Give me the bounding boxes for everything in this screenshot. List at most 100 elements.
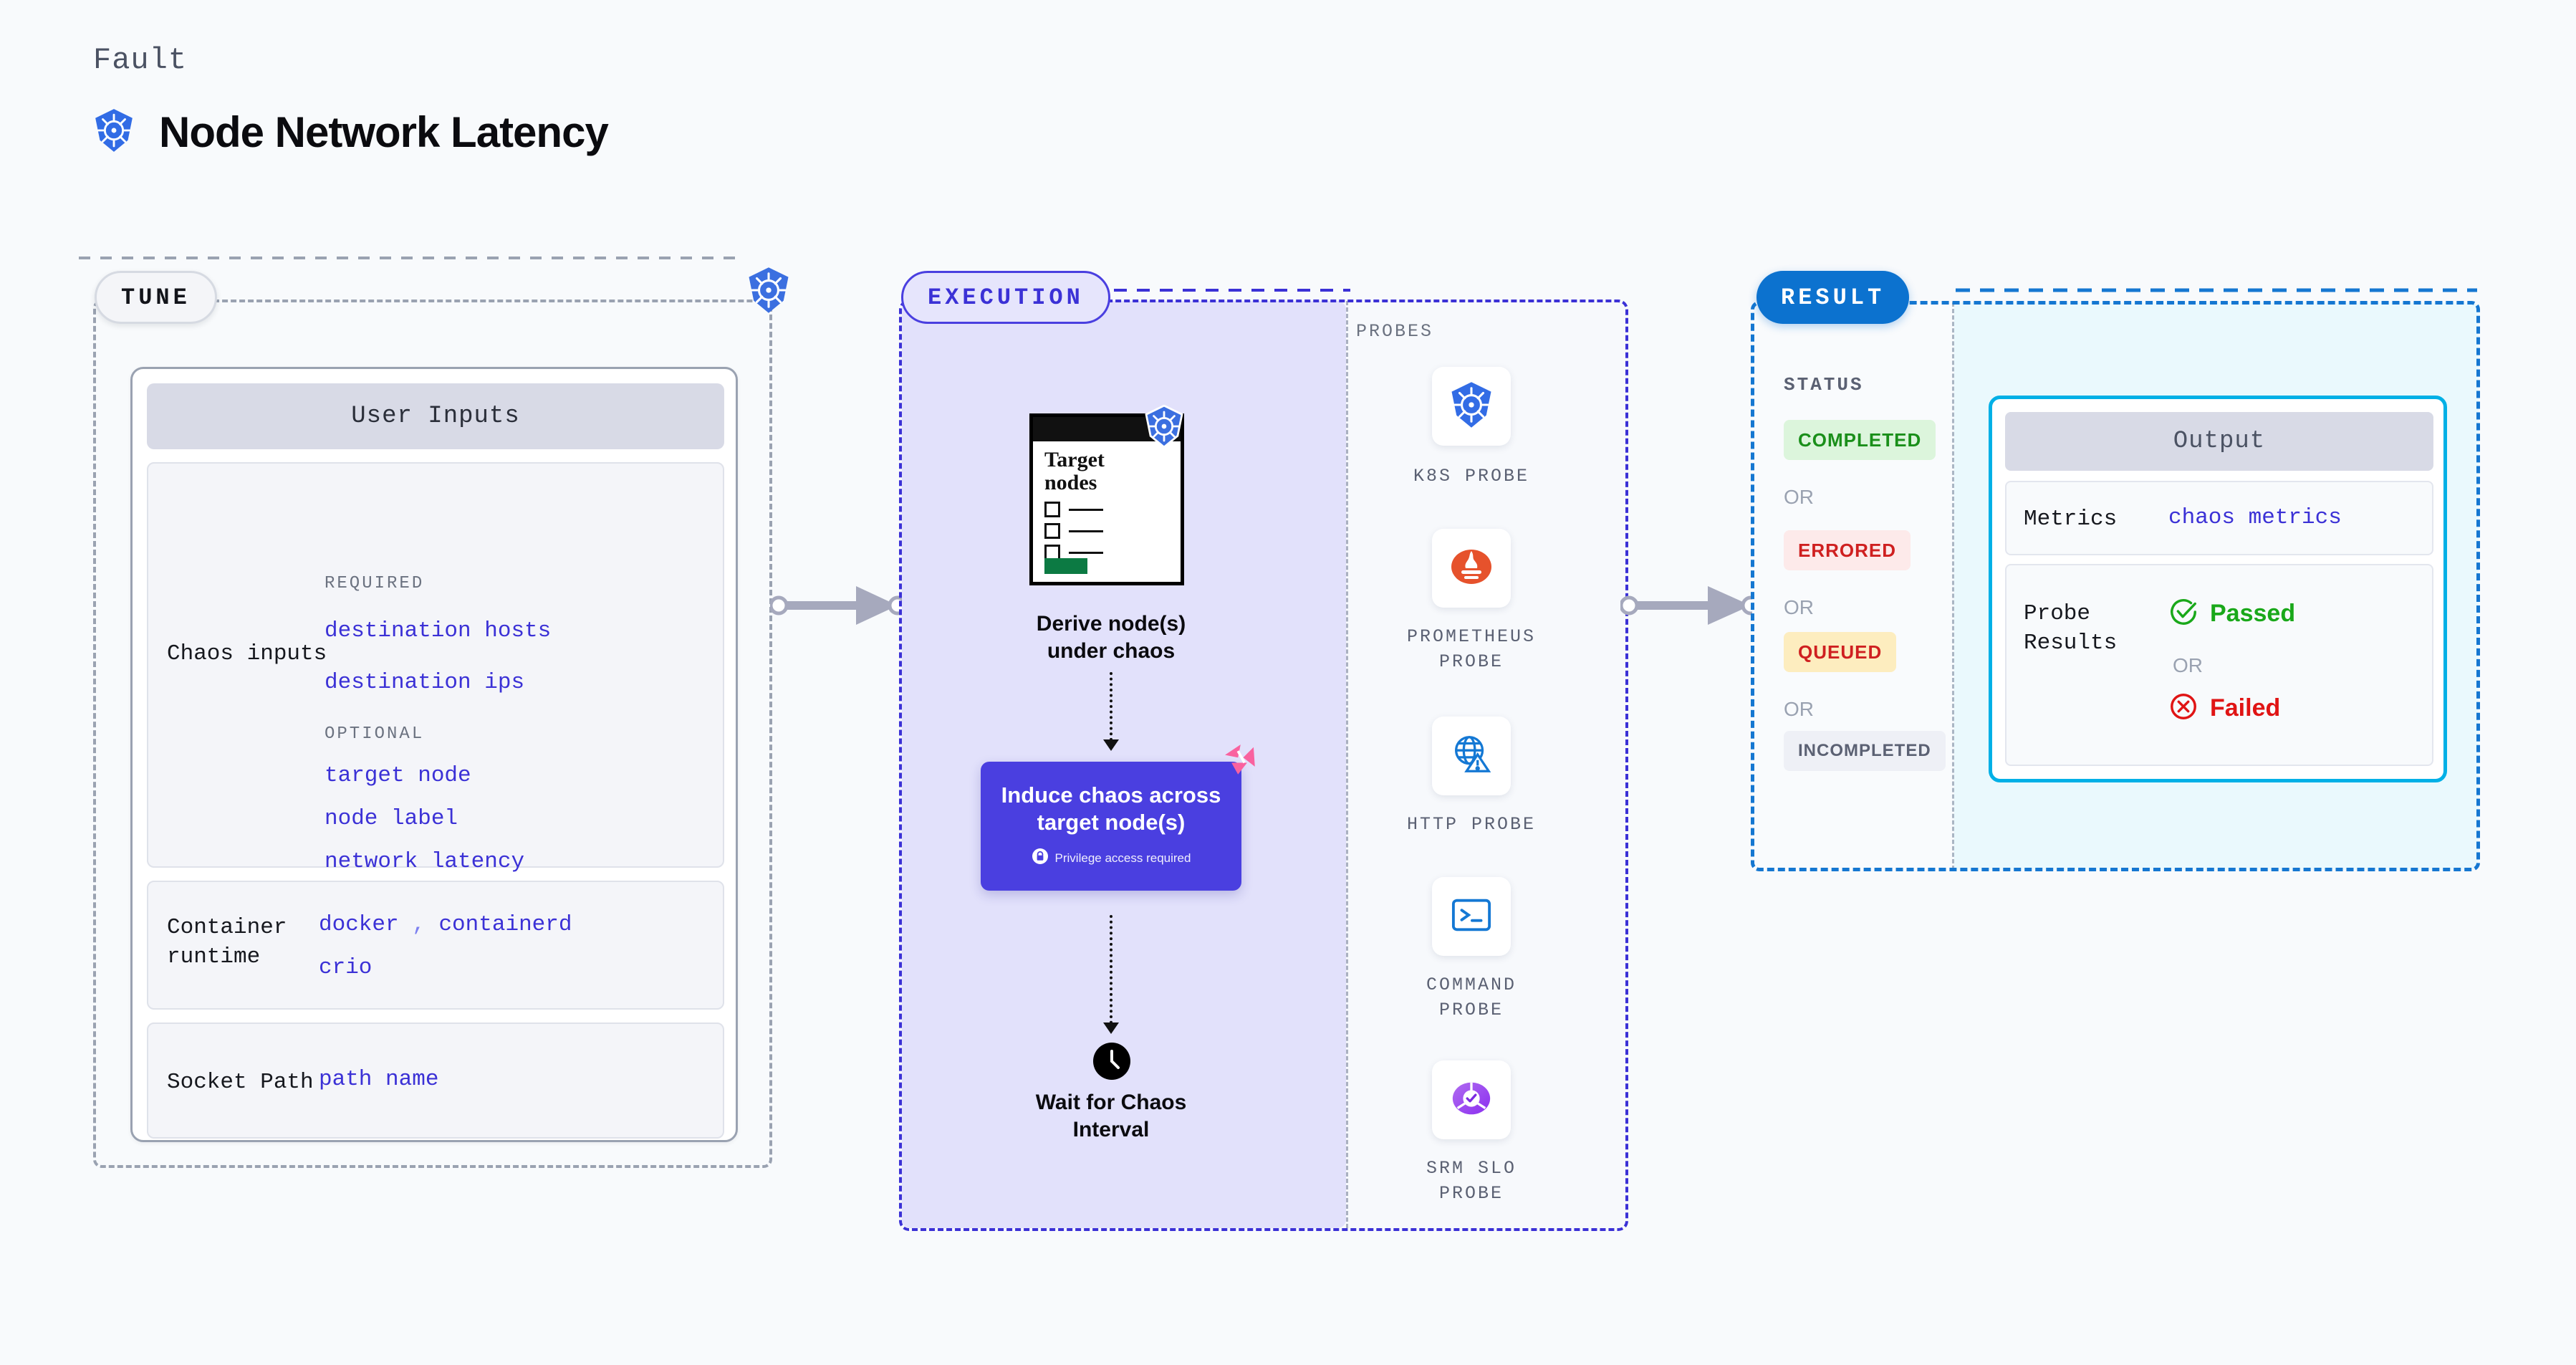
derive-nodes-caption: Derive node(s) under chaos <box>988 610 1234 666</box>
target-nodes-heading-line1: Target <box>1044 448 1105 471</box>
tune-stage-pill[interactable]: TUNE <box>95 271 217 324</box>
probe-tile-http[interactable] <box>1432 717 1511 795</box>
induce-title-line2: target node(s) <box>1037 809 1186 835</box>
socket-path-section: Socket Path path name <box>147 1022 724 1139</box>
chaos-input-value[interactable]: network latency <box>325 849 525 874</box>
probe-label-line1: COMMAND <box>1426 974 1517 995</box>
probes-caption: PROBES <box>1356 321 1434 342</box>
container-runtime-label-line2: runtime <box>167 944 261 969</box>
terminal-icon <box>1449 895 1494 939</box>
check-circle-icon <box>2168 597 2198 631</box>
checkbox-icon[interactable] <box>1044 502 1060 517</box>
page-header: Fault Node Network Latency <box>93 43 609 157</box>
output-header: Output <box>2005 412 2433 471</box>
chaos-input-value[interactable]: node label <box>325 806 458 831</box>
checkbox-icon[interactable] <box>1044 523 1060 539</box>
or-label: OR <box>1784 698 1814 720</box>
runtime-value[interactable]: crio <box>319 955 373 980</box>
wait-caption-line1: Wait for Chaos <box>1035 1091 1187 1114</box>
probe-label-k8s: K8S PROBE <box>1364 464 1579 489</box>
prometheus-icon <box>1448 544 1494 593</box>
result-stage-container <box>1751 301 2480 871</box>
probe-label-http: HTTP PROBE <box>1364 813 1579 838</box>
tune-dashed-connector <box>79 257 745 259</box>
probe-label-line1: SRM SLO <box>1426 1158 1517 1179</box>
probe-result-passed: Passed <box>2168 597 2295 631</box>
container-runtime-label-line1: Container <box>167 915 287 940</box>
lock-icon <box>1032 848 1049 868</box>
induce-chaos-box[interactable]: Induce chaos across target node(s) Privi… <box>981 762 1241 891</box>
socket-path-value[interactable]: path name <box>319 1067 439 1092</box>
execution-stage-container <box>899 300 1628 1231</box>
privilege-note-text: Privilege access required <box>1054 851 1191 865</box>
list-line <box>1069 530 1103 532</box>
srm-slo-icon <box>1449 1076 1494 1124</box>
list-line <box>1069 508 1103 511</box>
target-nodes-heading: Target nodes <box>1044 449 1159 494</box>
status-badge-incompleted: INCOMPLETED <box>1784 731 1946 771</box>
connector-tune-to-execution <box>770 586 906 625</box>
kubernetes-icon <box>1449 381 1494 432</box>
list-item <box>1044 502 1103 517</box>
fault-title-row: Node Network Latency <box>93 107 609 157</box>
induce-chaos-title: Induce chaos across target node(s) <box>995 782 1227 836</box>
probe-result-failed: Failed <box>2168 691 2280 725</box>
runtime-separator: , <box>412 912 426 937</box>
http-globe-icon <box>1449 732 1494 780</box>
progress-bar <box>1044 558 1087 574</box>
probe-label-line2: PROBE <box>1438 999 1504 1020</box>
wait-for-chaos-caption: Wait for Chaos Interval <box>988 1089 1234 1144</box>
probe-label-line1: HTTP PROBE <box>1406 814 1537 835</box>
user-inputs-card: User Inputs Chaos inputs REQUIRED destin… <box>130 367 738 1142</box>
probe-tile-command[interactable] <box>1432 877 1511 956</box>
probe-results-label-line1: Probe <box>2024 601 2091 626</box>
probe-tile-k8s[interactable] <box>1432 367 1511 446</box>
or-label: OR <box>1784 596 1814 618</box>
tune-stage-container <box>93 300 772 1168</box>
container-runtime-label: Container runtime <box>167 914 287 972</box>
result-stage-pill[interactable]: RESULT <box>1756 271 1910 324</box>
metrics-row: Metrics chaos metrics <box>2005 481 2433 555</box>
wait-caption-line2: Interval <box>1072 1118 1150 1142</box>
chaos-input-value[interactable]: destination ips <box>325 670 525 695</box>
kubernetes-icon <box>746 267 791 317</box>
clock-icon <box>1093 1043 1130 1083</box>
or-label: OR <box>1784 486 1814 508</box>
target-nodes-heading-line2: nodes <box>1044 470 1097 494</box>
fault-eyebrow: Fault <box>93 43 188 77</box>
probe-label-prometheus: PROMETHEUS PROBE <box>1364 625 1579 674</box>
output-card: Output Metrics chaos metrics Probe Resul… <box>1989 396 2447 782</box>
chaos-inputs-section: Chaos inputs REQUIRED destination hosts … <box>147 462 724 917</box>
probe-tile-srm-slo[interactable] <box>1432 1060 1511 1139</box>
derive-caption-line1: Derive node(s) <box>1036 612 1186 636</box>
status-caption: STATUS <box>1784 374 1864 396</box>
execution-stage-pill[interactable]: EXECUTION <box>901 271 1110 324</box>
result-dashed-connector <box>1956 288 2477 292</box>
chaos-input-value[interactable]: target node <box>325 763 471 788</box>
runtime-value[interactable]: docker <box>319 912 399 937</box>
probe-label-line1: PROMETHEUS <box>1406 626 1537 647</box>
probe-label-command: COMMAND PROBE <box>1364 973 1579 1022</box>
chaos-input-value[interactable]: destination hosts <box>325 618 552 643</box>
socket-path-label: Socket Path <box>167 1070 314 1095</box>
list-line <box>1069 551 1103 554</box>
or-label: OR <box>2173 654 2203 676</box>
metrics-label: Metrics <box>2024 507 2118 532</box>
metrics-value[interactable]: chaos metrics <box>2168 505 2342 530</box>
x-circle-icon <box>2168 691 2198 725</box>
flow-connector-dotted <box>1110 672 1112 741</box>
induce-title-line1: Induce chaos across <box>1001 782 1221 808</box>
probe-label-srm-slo: SRM SLO PROBE <box>1364 1156 1579 1206</box>
page-title: Node Network Latency <box>159 108 609 156</box>
optional-caption: OPTIONAL <box>325 724 425 744</box>
runtime-value[interactable]: containerd <box>438 912 572 937</box>
probe-results-label-line2: Results <box>2024 630 2118 656</box>
kubernetes-icon <box>1144 404 1184 451</box>
kubernetes-icon <box>93 108 135 156</box>
probe-tile-prometheus[interactable] <box>1432 529 1511 608</box>
chaos-logo-icon <box>1219 738 1260 783</box>
derive-caption-line2: under chaos <box>1047 639 1176 664</box>
status-badge-queued: QUEUED <box>1784 632 1897 672</box>
flow-arrowhead <box>1103 739 1119 751</box>
passed-text: Passed <box>2210 600 2296 627</box>
